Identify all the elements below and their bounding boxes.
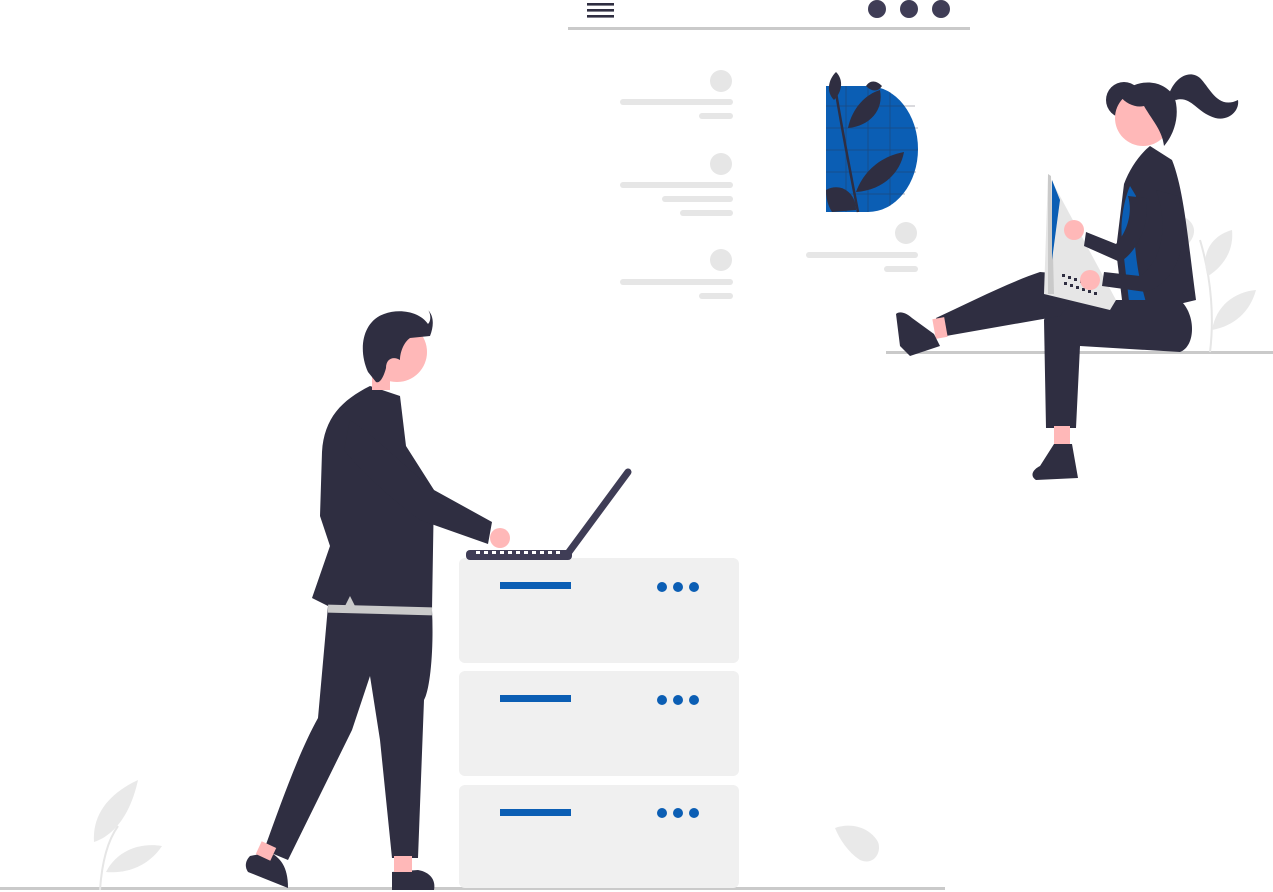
laptop-on-server: [466, 468, 632, 560]
plant-image-card: [826, 72, 918, 213]
server-unit[interactable]: [459, 671, 739, 776]
server-status-bar: [500, 582, 571, 589]
placeholder-list-item: [620, 249, 733, 299]
server-rack: [459, 558, 739, 888]
placeholder-list-item: [620, 153, 733, 216]
standing-man: [245, 310, 510, 890]
server-status-bar: [500, 695, 571, 702]
ellipsis-icon[interactable]: [657, 582, 699, 592]
browser-window: [568, 0, 970, 30]
placeholder-list-item: [620, 70, 733, 119]
three-dots-icon[interactable]: [868, 0, 950, 18]
server-unit[interactable]: [459, 558, 739, 663]
leaf-plant-bottom: [835, 825, 880, 862]
server-status-bar: [500, 809, 571, 816]
ellipsis-icon[interactable]: [657, 808, 699, 818]
window-header-divider: [568, 27, 970, 30]
leaf-plant-left: [93, 780, 162, 891]
server-unit[interactable]: [459, 785, 739, 888]
sitting-woman: [896, 74, 1239, 480]
ellipsis-icon[interactable]: [657, 695, 699, 705]
placeholder-list-item: [806, 222, 918, 272]
ground-line: [0, 887, 945, 890]
hamburger-menu-icon[interactable]: [587, 3, 614, 18]
